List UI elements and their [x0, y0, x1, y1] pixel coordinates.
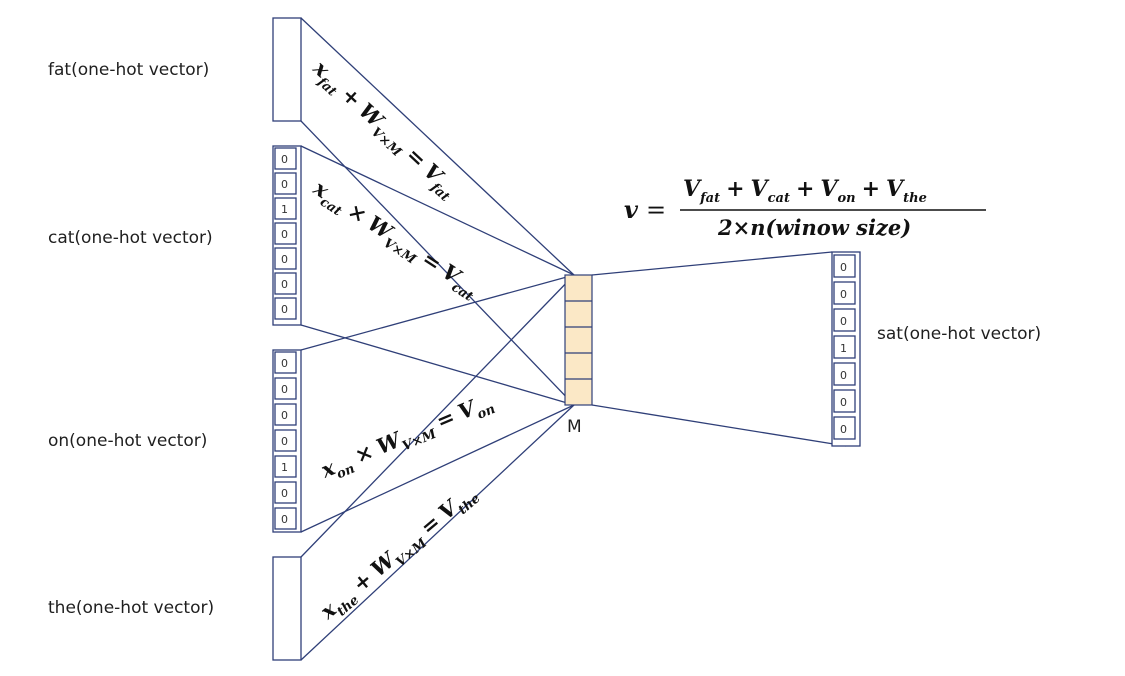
cat-cell-5: [274, 272, 297, 295]
sat-cell-2: [833, 308, 856, 332]
the-equation: xthe+WV×M=Vthe: [314, 480, 483, 629]
on-cell-value: 0: [281, 513, 288, 526]
line-cat-top: [300, 145, 575, 276]
fat-label: fat(one-hot vector): [48, 60, 209, 80]
on-cell-2: [274, 403, 297, 426]
on-equation: xon×WV×M=Von: [316, 388, 497, 488]
sat-cell-value: 0: [840, 396, 847, 409]
sat-cell-value: 0: [840, 261, 847, 274]
sat-cell-value: 0: [840, 288, 847, 301]
sat-cell-4: [833, 362, 856, 386]
line-cat-bottom: [300, 324, 575, 406]
line-the-top: [300, 274, 575, 558]
sat-cell-value: 1: [840, 342, 847, 355]
the-vector-box: [272, 556, 302, 661]
fat-vector-box: [272, 17, 302, 122]
cat-cell-0: [274, 147, 297, 170]
formula-numerator: Vfat+Vcat+Von+Vthe: [683, 176, 927, 206]
on-cell-4: [274, 455, 297, 478]
cat-cell-value: 0: [281, 178, 288, 191]
sat-vector: 0 0 0 1 0 0 0: [831, 251, 861, 447]
sat-cell-value: 0: [840, 423, 847, 436]
on-cell-1: [274, 377, 297, 400]
formula-denominator: 2×n(winow size): [717, 215, 911, 240]
cat-cell-value: 0: [281, 228, 288, 241]
on-cell-5: [274, 481, 297, 504]
on-cell-value: 1: [281, 461, 288, 474]
sat-cell-5: [833, 389, 856, 413]
m-projection-vector: [564, 274, 593, 406]
on-cell-3: [274, 429, 297, 452]
cat-cell-6: [274, 297, 297, 320]
cat-label: cat(one-hot vector): [48, 228, 213, 248]
average-formula: v= Vfat+Vcat+Von+Vthe 2×n(winow size): [624, 176, 986, 240]
sat-cell-1: [833, 281, 856, 305]
line-the-bottom: [300, 404, 575, 661]
line-sat-top: [591, 251, 833, 276]
sat-cell-value: 0: [840, 369, 847, 382]
cat-cell-3: [274, 222, 297, 245]
cat-cell-1: [274, 172, 297, 195]
sat-cell-6: [833, 416, 856, 440]
cat-cell-value: 1: [281, 203, 288, 216]
cat-cell-4: [274, 247, 297, 270]
sat-cell-3: [833, 335, 856, 359]
line-on-top: [300, 274, 575, 351]
sat-cell-value: 0: [840, 315, 847, 328]
cat-cell-value: 0: [281, 278, 288, 291]
the-label: the(one-hot vector): [48, 598, 214, 618]
on-cell-value: 0: [281, 357, 288, 370]
cat-cell-value: 0: [281, 303, 288, 316]
cat-vector: 0 0 1 0 0 0 0: [272, 145, 302, 326]
on-label: on(one-hot vector): [48, 431, 207, 451]
cat-equation: xcat×WV×M=Vcat: [306, 175, 484, 305]
on-cell-value: 0: [281, 383, 288, 396]
cat-cell-value: 0: [281, 253, 288, 266]
line-fat-bottom: [300, 120, 575, 406]
cat-cell-2: [274, 197, 297, 220]
on-vector: 0 0 0 0 1 0 0: [272, 349, 302, 533]
m-label: M: [567, 417, 582, 437]
cat-cell-value: 0: [281, 153, 288, 166]
on-cell-6: [274, 507, 297, 530]
sat-cell-0: [833, 254, 856, 278]
formula-lhs: v=: [624, 195, 666, 224]
line-sat-bottom: [591, 404, 847, 447]
line-fat-top: [300, 17, 575, 276]
connection-lines: [300, 17, 847, 661]
sat-label: sat(one-hot vector): [877, 324, 1041, 344]
on-cell-value: 0: [281, 409, 288, 422]
on-cell-0: [274, 351, 297, 374]
m-vector-box: [564, 274, 593, 406]
on-cell-value: 0: [281, 435, 288, 448]
on-cell-value: 0: [281, 487, 288, 500]
